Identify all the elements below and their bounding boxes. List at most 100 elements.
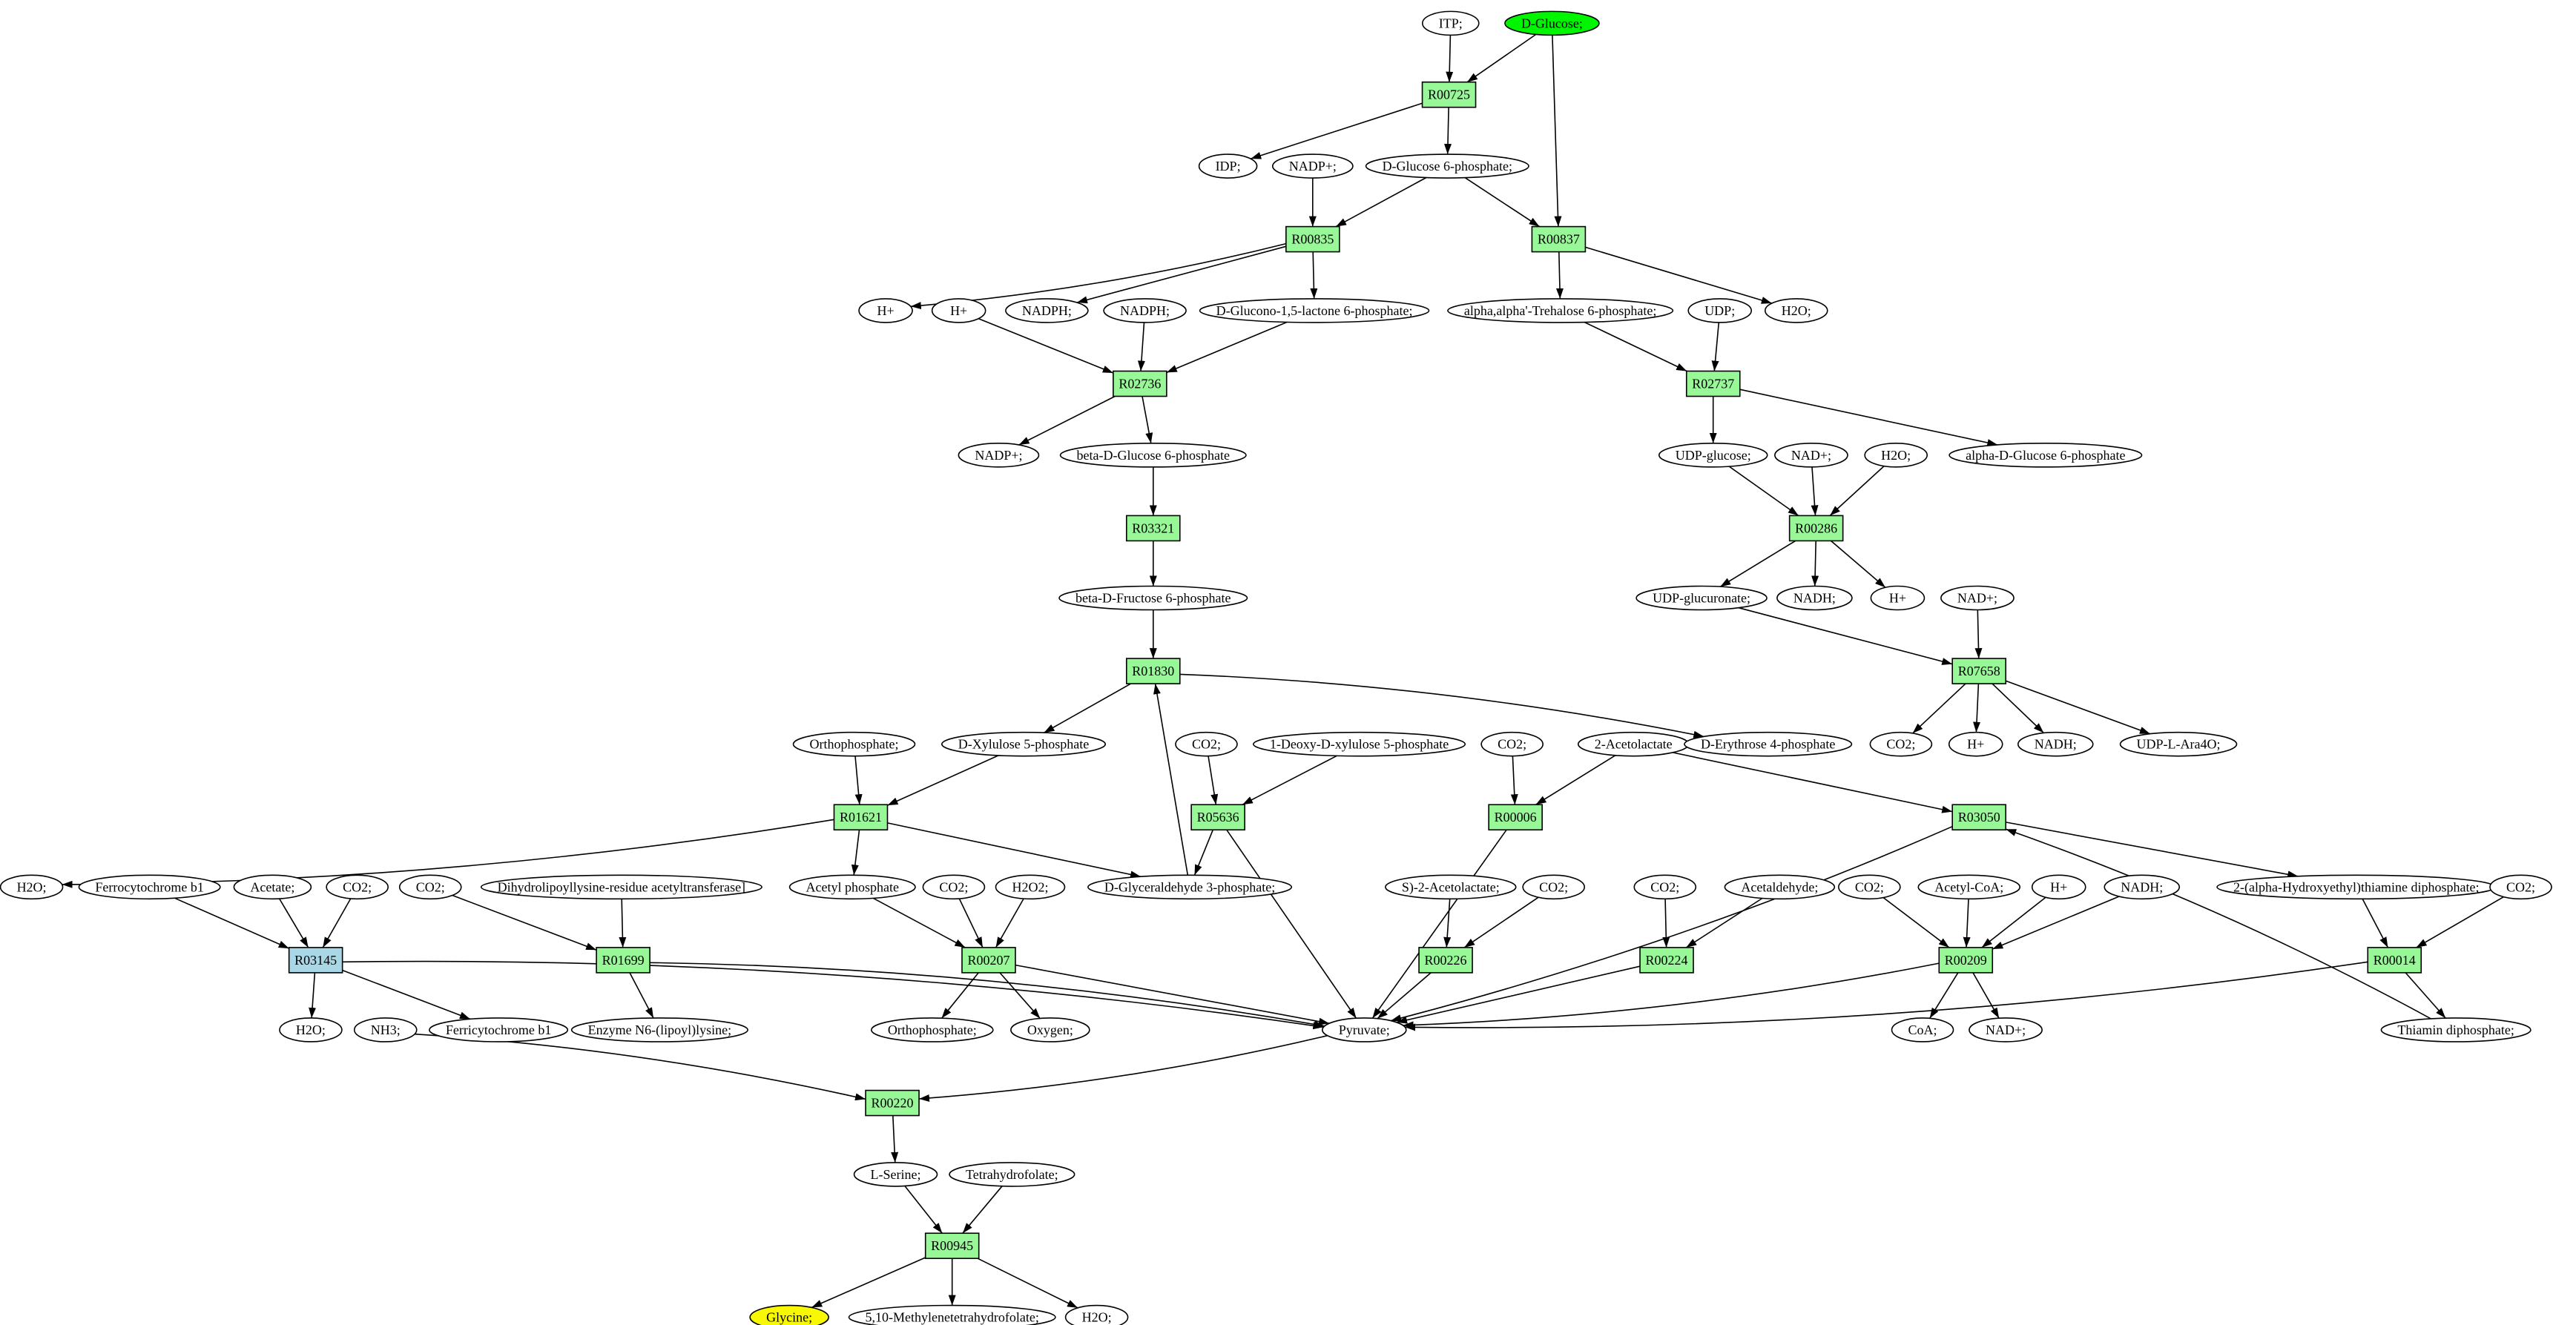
- compound-node-nadh1[interactable]: NADH;: [1776, 585, 1853, 611]
- compound-node-acetylcoa[interactable]: Acetyl-CoA;: [1917, 874, 2021, 900]
- compound-node-bdf6p[interactable]: beta-D-Fructose 6-phosphate: [1058, 585, 1248, 611]
- reaction-node-R01621[interactable]: R01621: [833, 804, 889, 831]
- compound-node-lserine[interactable]: L-Serine;: [853, 1162, 938, 1187]
- compound-node-de4p[interactable]: D-Erythrose 4-phosphate: [1684, 731, 1853, 757]
- compound-node-co2_j[interactable]: CO2;: [2489, 874, 2552, 900]
- reaction-node-R07658[interactable]: R07658: [1951, 658, 2006, 684]
- compound-node-nadph1[interactable]: NADPH;: [1005, 298, 1089, 323]
- compound-node-hplus3[interactable]: H+: [1870, 585, 1926, 611]
- reaction-node-R01699[interactable]: R01699: [596, 947, 650, 974]
- reaction-node-R02736[interactable]: R02736: [1113, 370, 1167, 397]
- reaction-node-R01830[interactable]: R01830: [1125, 658, 1181, 684]
- compound-node-nadph2[interactable]: NADPH;: [1103, 298, 1187, 323]
- compound-node-nadh2[interactable]: NADH;: [2017, 731, 2094, 757]
- reaction-node-R03050[interactable]: R03050: [1951, 804, 2006, 831]
- compound-node-ortho2[interactable]: Orthophosphate;: [871, 1017, 994, 1043]
- compound-node-tpp[interactable]: Thiamin diphosphate;: [2380, 1017, 2531, 1043]
- node-label: H2O2;: [1012, 879, 1048, 894]
- compound-node-itp[interactable]: ITP;: [1421, 10, 1480, 36]
- compound-node-co2_e[interactable]: CO2;: [398, 874, 462, 900]
- compound-node-enzyme[interactable]: Enzyme N6-(lipoyl)lysine;: [570, 1017, 748, 1043]
- compound-node-h2o_e[interactable]: H2O;: [1064, 1304, 1129, 1325]
- compound-node-nadh3[interactable]: NADH;: [2104, 874, 2181, 900]
- compound-node-udpglucuronate[interactable]: UDP-glucuronate;: [1635, 585, 1768, 611]
- reaction-node-R00835[interactable]: R00835: [1285, 225, 1340, 253]
- compound-node-nad3[interactable]: NAD+;: [1969, 1017, 2043, 1043]
- compound-node-thf[interactable]: Tetrahydrofolate;: [949, 1162, 1075, 1187]
- compound-node-co2_h[interactable]: CO2;: [1633, 874, 1697, 900]
- compound-node-hplus2[interactable]: H+: [931, 298, 986, 323]
- compound-node-ortho1[interactable]: Orthophosphate;: [792, 731, 916, 757]
- compound-node-co2_f[interactable]: CO2;: [922, 874, 986, 900]
- reaction-node-R00725[interactable]: R00725: [1421, 81, 1477, 108]
- reaction-node-R05636[interactable]: R05636: [1190, 804, 1245, 831]
- compound-node-h2o2[interactable]: H2O2;: [995, 874, 1066, 900]
- compound-node-co2_i[interactable]: CO2;: [1838, 874, 1901, 900]
- edge-deoxyx5p-to-R05636: [1242, 755, 1337, 805]
- compound-node-s2acet[interactable]: S)-2-Acetolactate;: [1385, 874, 1517, 900]
- compound-node-dglucose[interactable]: D-Glucose;: [1504, 10, 1600, 36]
- reaction-node-R03145[interactable]: R03145: [288, 947, 343, 974]
- reaction-node-R00226[interactable]: R00226: [1418, 947, 1473, 974]
- reaction-node-R00209[interactable]: R00209: [1938, 947, 1994, 974]
- reaction-node-R00006[interactable]: R00006: [1488, 804, 1543, 831]
- reaction-node-R00220[interactable]: R00220: [865, 1089, 920, 1117]
- compound-node-idp[interactable]: IDP;: [1198, 153, 1258, 179]
- edge-co2_b-to-R00006: [1510, 756, 1518, 805]
- compound-node-pyruvate[interactable]: Pyruvate;: [1321, 1017, 1407, 1043]
- compound-node-co2_d[interactable]: CO2;: [326, 874, 389, 900]
- compound-node-nh3[interactable]: NH3;: [353, 1017, 418, 1043]
- compound-node-h2o_a[interactable]: H2O;: [1764, 298, 1828, 323]
- compound-node-deoxyx5p[interactable]: 1-Deoxy-D-xylulose 5-phosphate: [1253, 731, 1466, 757]
- compound-node-h2o_d[interactable]: H2O;: [279, 1017, 343, 1043]
- reaction-node-R00837[interactable]: R00837: [1531, 225, 1587, 253]
- compound-node-nadp1[interactable]: NADP+;: [1271, 153, 1354, 179]
- compound-node-dg3p[interactable]: D-Glyceraldehyde 3-phosphate;: [1087, 874, 1293, 900]
- compound-node-co2_g[interactable]: CO2;: [1522, 874, 1585, 900]
- compound-node-coa[interactable]: CoA;: [1891, 1017, 1954, 1043]
- reaction-node-R00207[interactable]: R00207: [961, 947, 1016, 974]
- compound-node-g6p[interactable]: D-Glucose 6-phosphate;: [1365, 153, 1529, 179]
- reaction-box: [596, 947, 650, 974]
- compound-ellipse: [1774, 443, 1848, 468]
- reaction-box: [288, 947, 343, 974]
- compound-node-ferrob1[interactable]: Ferrocytochrome b1: [78, 874, 221, 900]
- reaction-node-R03321[interactable]: R03321: [1125, 515, 1181, 542]
- compound-node-nad2[interactable]: NAD+;: [1940, 585, 2015, 611]
- compound-node-glucono[interactable]: D-Glucono-1,5-lactone 6-phosphate;: [1199, 298, 1430, 323]
- compound-node-trehalose[interactable]: alpha,alpha'-Trehalose 6-phosphate;: [1447, 298, 1674, 323]
- compound-node-h2o_c[interactable]: H2O;: [0, 874, 64, 900]
- compound-node-ferrib1[interactable]: Ferricytochrome b1: [429, 1017, 569, 1043]
- compound-node-udpglucose[interactable]: UDP-glucose;: [1658, 443, 1768, 468]
- compound-node-hplus4[interactable]: H+: [1948, 731, 2003, 757]
- compound-node-udp[interactable]: UDP;: [1687, 298, 1753, 323]
- compound-node-nadp2[interactable]: NADP+;: [958, 443, 1040, 468]
- compound-node-bdg6p[interactable]: beta-D-Glucose 6-phosphate: [1059, 443, 1247, 468]
- compound-node-udplara4o[interactable]: UDP-L-Ara4O;: [2119, 731, 2238, 757]
- compound-node-adg6p[interactable]: alpha-D-Glucose 6-phosphate: [1949, 443, 2143, 468]
- compound-node-hplus5[interactable]: H+: [2031, 874, 2086, 900]
- reaction-node-R00286[interactable]: R00286: [1788, 515, 1844, 542]
- reaction-node-R02737[interactable]: R02737: [1685, 370, 1741, 397]
- reaction-node-R00945[interactable]: R00945: [924, 1232, 980, 1260]
- compound-node-acetylp[interactable]: Acetyl phosphate: [788, 874, 916, 900]
- compound-node-acetate[interactable]: Acetate;: [233, 874, 312, 900]
- compound-node-co2_c[interactable]: CO2;: [1869, 731, 1933, 757]
- reaction-node-R00224[interactable]: R00224: [1639, 947, 1694, 974]
- compound-node-co2_b[interactable]: CO2;: [1480, 731, 1544, 757]
- compound-node-acetaldehyde[interactable]: Acetaldehyde;: [1724, 874, 1836, 900]
- compound-node-dihydro[interactable]: Dihydrolipoyllysine-residue acetyltransf…: [480, 874, 762, 900]
- compound-node-hplus1[interactable]: H+: [858, 298, 913, 323]
- compound-node-acetolactate[interactable]: 2-Acetolactate: [1577, 731, 1690, 757]
- compound-node-h2o_b[interactable]: H2O;: [1864, 443, 1928, 468]
- compound-node-nad1[interactable]: NAD+;: [1774, 443, 1848, 468]
- node-label: R00835: [1291, 232, 1334, 247]
- compound-node-co2_a[interactable]: CO2;: [1175, 731, 1238, 757]
- compound-node-hethtpp[interactable]: 2-(alpha-Hydroxyethyl)thiamine diphospha…: [2216, 874, 2497, 900]
- compound-node-dx5p[interactable]: D-Xylulose 5-phosphate: [941, 731, 1107, 757]
- compound-node-methylene[interactable]: 5,10-Methylenetetrahydrofolate;: [848, 1304, 1056, 1325]
- node-label: UDP-L-Ara4O;: [2137, 737, 2221, 752]
- compound-node-oxygen[interactable]: Oxygen;: [1010, 1017, 1090, 1043]
- reaction-node-R00014[interactable]: R00014: [2367, 947, 2422, 974]
- compound-node-glycine[interactable]: Glycine;: [749, 1304, 829, 1325]
